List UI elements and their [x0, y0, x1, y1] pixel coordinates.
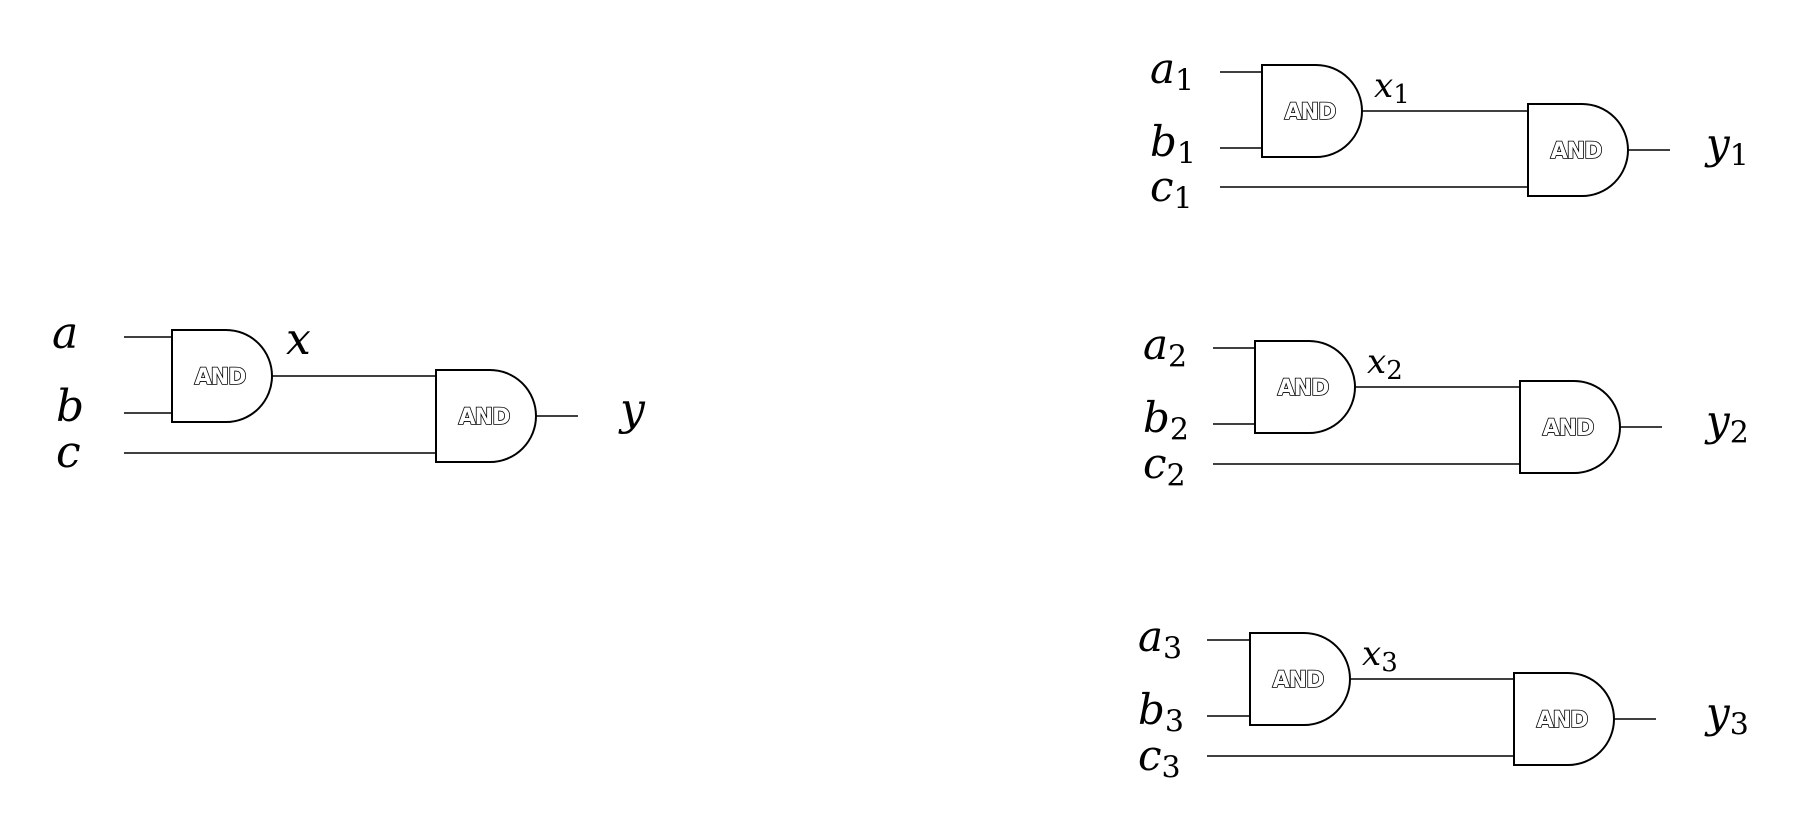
and-gate-label: AND	[1543, 416, 1594, 441]
input-label-b-subscript: 1	[1177, 137, 1196, 172]
and-gate: AND	[1261, 64, 1363, 158]
and-gate: AND	[1513, 672, 1615, 766]
and-gate-body	[1519, 380, 1621, 474]
and-gate-label: AND	[195, 365, 246, 390]
intermediate-label-x-subscript: 1	[1393, 80, 1410, 110]
input-label-c-subscript: 2	[1167, 459, 1186, 494]
and-gate: AND	[1249, 632, 1351, 726]
output-label-y-subscript: 2	[1730, 416, 1749, 451]
output-label-y: y	[618, 384, 646, 435]
and-gate-body	[171, 329, 273, 423]
output-label-y: y1	[1704, 119, 1749, 174]
input-label-a-subscript: 1	[1175, 64, 1194, 99]
intermediate-label-x-subscript: 2	[1386, 356, 1403, 386]
input-label-b-subscript: 3	[1165, 705, 1184, 740]
and-gate-label: AND	[1278, 376, 1329, 401]
and-gate: AND	[171, 329, 273, 423]
and-gate-label: AND	[1273, 668, 1324, 693]
intermediate-label-x: x3	[1362, 634, 1398, 678]
input-label-c: c	[56, 427, 81, 478]
input-label-a: a1	[1150, 44, 1194, 99]
input-label-c-subscript: 1	[1174, 182, 1193, 217]
input-label-b-subscript: 2	[1170, 413, 1189, 448]
input-label-c: c3	[1138, 731, 1181, 786]
input-label-b: b2	[1143, 393, 1189, 448]
and-gate-body	[1261, 64, 1363, 158]
and-gate-label: AND	[1537, 708, 1588, 733]
circuit-main: AND AND abc x y	[52, 308, 646, 478]
input-label-c-subscript: 3	[1162, 751, 1181, 786]
input-label-a-subscript: 2	[1168, 340, 1187, 375]
output-label-y-subscript: 1	[1730, 139, 1749, 174]
output-label-y: y3	[1704, 688, 1749, 743]
input-label-b: b3	[1138, 685, 1184, 740]
and-gate-body	[1254, 340, 1356, 434]
and-gate-label: AND	[1285, 100, 1336, 125]
input-label-c: c2	[1143, 439, 1186, 494]
and-gate: AND	[435, 369, 537, 463]
output-label-y-subscript: 3	[1730, 708, 1749, 743]
input-label-b: b	[56, 381, 84, 432]
input-label-a-subscript: 3	[1163, 632, 1182, 667]
input-label-a: a3	[1138, 612, 1182, 667]
and-gate: AND	[1527, 103, 1629, 197]
intermediate-label-x: x1	[1374, 66, 1410, 110]
intermediate-label-x: x	[286, 314, 311, 365]
and-gate-label: AND	[1551, 139, 1602, 164]
output-label-y: y2	[1704, 396, 1749, 451]
input-label-a: a2	[1143, 320, 1187, 375]
and-gate: AND	[1519, 380, 1621, 474]
input-label-b: b1	[1150, 117, 1196, 172]
and-gate-body	[1527, 103, 1629, 197]
intermediate-label-x: x2	[1367, 342, 1403, 386]
input-label-c: c1	[1150, 162, 1193, 217]
and-gate: AND	[1254, 340, 1356, 434]
intermediate-label-x-subscript: 3	[1381, 648, 1398, 678]
and-gate-body	[1513, 672, 1615, 766]
input-label-a: a	[52, 308, 78, 359]
and-gate-label: AND	[459, 405, 510, 430]
and-gate-body	[435, 369, 537, 463]
and-gate-body	[1249, 632, 1351, 726]
